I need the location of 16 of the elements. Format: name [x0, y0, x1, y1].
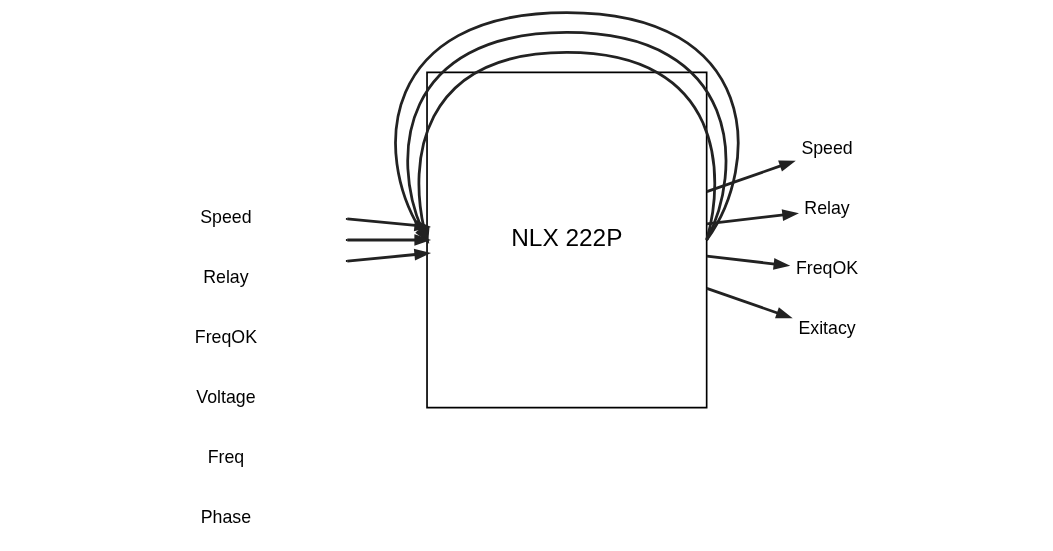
arrow	[347, 248, 432, 263]
node-box: NLX 222P	[426, 71, 708, 409]
label: FreqOK	[194, 326, 258, 347]
label: Relay	[203, 267, 249, 288]
node-text: Exitacy	[798, 318, 856, 339]
node-text: Relay	[804, 198, 850, 219]
node-text: FreqOK	[795, 258, 859, 279]
label: Speed	[200, 207, 252, 228]
arrow	[706, 287, 793, 319]
arrow	[706, 254, 791, 270]
arrow	[706, 209, 799, 226]
label: Freq	[207, 446, 245, 467]
arrow	[706, 160, 796, 193]
label: Voltage	[196, 386, 256, 407]
label: Phase	[200, 506, 252, 527]
node-text: Speed	[801, 138, 853, 159]
